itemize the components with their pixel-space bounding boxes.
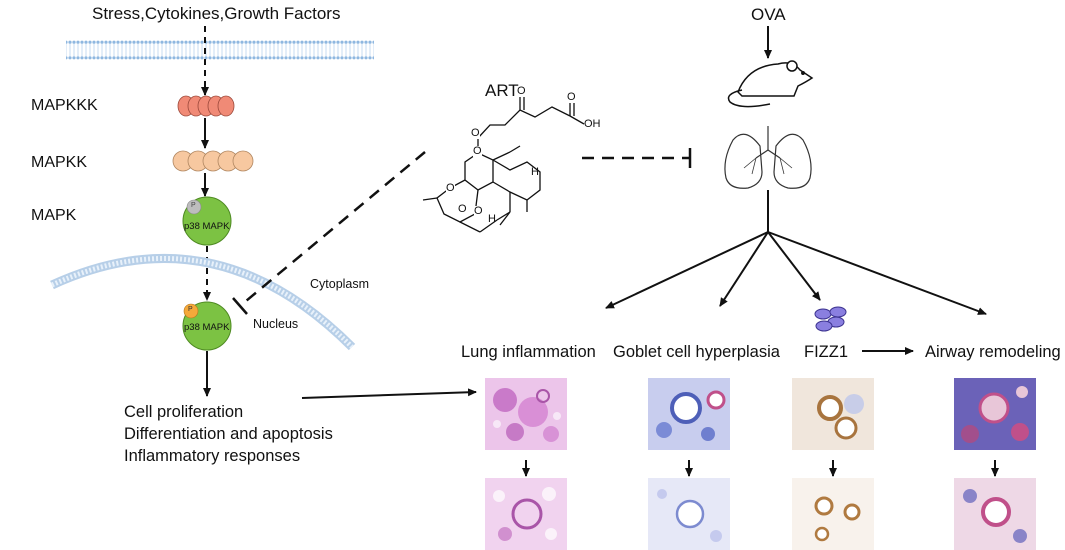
histology-he-art xyxy=(485,478,567,550)
stimuli-label: Stress,Cytokines,Growth Factors xyxy=(92,4,341,23)
p38-label-lower: p38 MAPK xyxy=(184,322,230,333)
mapk-label: MAPK xyxy=(31,207,77,224)
histology-he-ova xyxy=(485,378,567,450)
phospho-site-upper xyxy=(186,199,202,215)
histology-ihc-art xyxy=(792,478,874,550)
fizz1-cells-icon xyxy=(814,306,847,332)
lung-inflammation-label: Lung inflammation xyxy=(461,343,596,361)
nucleus-label: Nucleus xyxy=(253,317,299,331)
mapkkk-label: MAPKKK xyxy=(31,97,98,114)
atom-o-peroxide1: O xyxy=(458,203,467,215)
atom-oh: OH xyxy=(584,118,601,130)
atom-o-ring2: O xyxy=(446,182,455,194)
mapkkk-complex xyxy=(177,95,235,117)
histology-pas-ova xyxy=(648,378,730,450)
lungs-icon xyxy=(724,126,812,189)
atom-o-carbonyl2: O xyxy=(567,91,576,103)
phospho-upper-label: P xyxy=(191,202,196,209)
histology-ihc-ova xyxy=(792,378,874,450)
histology-pas-art xyxy=(648,478,730,550)
art-inhibits-p38 xyxy=(239,151,426,307)
phospho-lower-label: P xyxy=(188,306,193,313)
cytoplasm-label: Cytoplasm xyxy=(310,277,370,291)
branch-remodeling xyxy=(767,231,987,315)
goblet-cell-label: Goblet cell hyperplasia xyxy=(613,343,780,361)
atom-o-peroxide2: O xyxy=(474,205,483,217)
branch-lung-inflammation xyxy=(605,231,769,309)
effects-to-lung-arrow xyxy=(301,388,477,399)
ova-label: OVA xyxy=(751,5,786,24)
histology-masson-ova xyxy=(954,378,1036,450)
inhibition-bar-p38 xyxy=(232,297,248,315)
mapkk-complex xyxy=(172,150,254,172)
atom-o-ester: O xyxy=(471,127,480,139)
phospho-site-lower xyxy=(183,303,199,319)
branch-fizz1 xyxy=(767,231,821,301)
artesunate-structure xyxy=(422,97,585,233)
mapkk-label: MAPKK xyxy=(31,154,88,171)
plasma-membrane xyxy=(66,40,374,60)
branch-goblet xyxy=(719,231,769,307)
atom-o-ring1: O xyxy=(473,145,482,157)
airway-remodeling-label: Airway remodeling xyxy=(925,343,1061,361)
fizz1-label: FIZZ1 xyxy=(804,343,848,361)
mouse-icon xyxy=(727,60,814,108)
effect-item-1: Cell proliferation xyxy=(124,403,244,421)
effect-item-2: Differentiation and apoptosis xyxy=(124,425,333,443)
atom-h-lower: H xyxy=(488,213,496,225)
atom-o-carbonyl1: O xyxy=(517,85,526,97)
effect-item-3: Inflammatory responses xyxy=(124,447,301,465)
atom-h-upper: H xyxy=(531,166,539,178)
p38-label-upper: p38 MAPK xyxy=(184,221,230,232)
histology-masson-art xyxy=(954,478,1036,550)
art-label: ART xyxy=(485,81,519,100)
